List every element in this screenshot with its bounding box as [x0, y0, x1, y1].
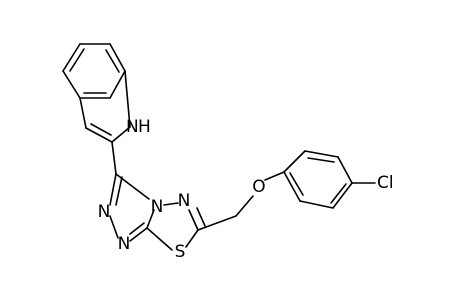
bond	[90, 123, 112, 136]
bond	[111, 141, 117, 175]
bond	[85, 127, 113, 143]
bond	[337, 156, 353, 184]
bond	[109, 215, 119, 239]
bond	[197, 215, 237, 231]
atom-label-o-ether: O	[252, 177, 265, 197]
bond	[307, 157, 335, 163]
atom-label-n-triazole-2: N	[118, 234, 131, 254]
bond	[111, 126, 131, 143]
atom-label-n-bridge: N	[151, 197, 164, 217]
bond	[115, 176, 123, 206]
bond	[124, 70, 131, 128]
bond	[304, 150, 339, 158]
bond	[264, 171, 285, 181]
bond	[115, 173, 150, 200]
bond	[235, 195, 254, 217]
bond	[330, 183, 347, 204]
bond	[289, 172, 304, 196]
bond	[129, 227, 148, 242]
bond	[185, 229, 199, 248]
bond	[196, 207, 206, 227]
bond	[62, 70, 81, 99]
bond	[109, 173, 117, 206]
bond	[62, 43, 81, 72]
atom-label: N	[126, 117, 139, 137]
bond	[332, 182, 353, 209]
atom-label-n-thiadiazole: N	[178, 191, 191, 211]
atom-label-n-triazole-1: N	[98, 202, 111, 222]
bond	[188, 209, 199, 231]
bond	[105, 49, 120, 73]
atom-n-indole: N H	[126, 117, 151, 137]
bond	[299, 200, 334, 209]
bond	[283, 171, 301, 202]
bond	[69, 48, 85, 72]
atom-label: H	[138, 117, 151, 137]
bond	[283, 150, 306, 173]
bond	[146, 209, 155, 229]
atom-label-s-thiadiazole: S	[175, 242, 186, 262]
bond	[109, 43, 126, 72]
atom-label-cl: Cl	[377, 173, 394, 193]
bond	[146, 227, 173, 251]
bond	[129, 222, 145, 235]
bond	[109, 70, 126, 99]
bond	[79, 97, 87, 129]
bond	[163, 202, 179, 206]
